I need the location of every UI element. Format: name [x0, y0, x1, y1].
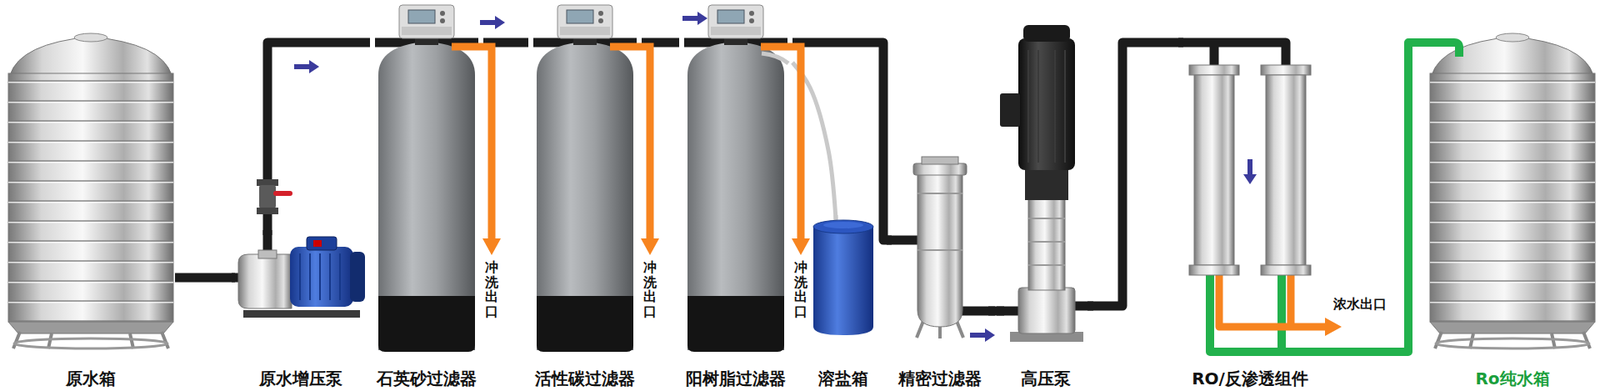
- precision-filter-box: 精密过滤器: [891, 156, 989, 390]
- ro-membrane-modules: [1260, 65, 1311, 75]
- ro-membrane-modules: [1219, 275, 1327, 327]
- equipment-label: 原水增压泵: [259, 368, 343, 389]
- carbon-filter-box: 活性碳过滤器: [528, 5, 642, 390]
- brine-hose: [761, 53, 789, 64]
- equipment-label: 原水箱: [65, 368, 116, 389]
- water-pipe: [1316, 42, 1430, 352]
- ro-membrane-modules: [1194, 75, 1235, 265]
- booster-pump: [350, 251, 365, 302]
- outlet-label-holder: 冲洗出口: [643, 260, 657, 319]
- equipment-illustration: [294, 60, 320, 74]
- equipment-label: 精密过滤器: [898, 368, 982, 389]
- ro-membrane-modules: [1178, 42, 1342, 352]
- high-pressure-pump: [1018, 38, 1075, 170]
- booster-pump: [275, 190, 290, 196]
- ro-membrane-modules: [1189, 265, 1240, 275]
- equipment-illustration: [970, 328, 995, 342]
- equipment-label: 溶盐箱: [818, 368, 869, 389]
- equipment-illustration: [682, 11, 708, 25]
- equipment-label: 阳树脂过滤器: [685, 368, 786, 389]
- ro-module-box: RO/反渗透组件: [1183, 37, 1317, 390]
- outlet-label: 冲洗出口: [643, 260, 657, 319]
- high-pressure-pump: [1028, 198, 1065, 290]
- ro-membrane-modules: [1178, 42, 1286, 67]
- precision-filter: [921, 156, 959, 165]
- high-pressure-pump: [1028, 50, 1065, 163]
- booster-pump: [313, 240, 322, 247]
- high-pressure-pump: [1028, 218, 1065, 265]
- pure-water-tank-box: Ro纯水箱: [1429, 33, 1596, 390]
- high-pressure-pump-box: 高压泵: [1004, 25, 1088, 390]
- booster-pump: [290, 246, 354, 307]
- equipment-illustration: [480, 15, 505, 30]
- raw-water-tank: [8, 33, 174, 349]
- equipment-label: 高压泵: [1020, 368, 1071, 389]
- booster-pump: [256, 179, 279, 186]
- equipment-label: RO/反渗透组件: [1191, 368, 1309, 389]
- equipment-illustration: [375, 5, 501, 352]
- equipment-illustration: [684, 5, 810, 352]
- brine-tank: [813, 215, 874, 335]
- outlet-label-holder: 浓水出口: [1333, 295, 1387, 312]
- outlet-label: 冲洗出口: [794, 260, 808, 319]
- sand-filter-box: 石英砂过滤器: [370, 5, 484, 390]
- equipment-label: 活性碳过滤器: [535, 368, 635, 389]
- water-pipe: [792, 42, 892, 240]
- water-pipe: [267, 42, 370, 235]
- brine-tank: [813, 220, 874, 234]
- high-pressure-pump: [1000, 93, 1020, 127]
- booster-pump: [258, 250, 277, 259]
- ro-membrane-modules: [1325, 317, 1342, 336]
- pure-water-pipe: [1425, 42, 1460, 57]
- booster-pump: [243, 310, 360, 318]
- brine-tank-box: 溶盐箱: [811, 219, 875, 390]
- equipment-label: 石英砂过滤器: [376, 368, 477, 389]
- ro-membrane-modules: [1260, 265, 1311, 275]
- precision-filter: [917, 193, 963, 250]
- high-pressure-pump: [1023, 25, 1070, 42]
- pure-water-tank: [1430, 33, 1595, 349]
- resin-filter-box: 阳树脂过滤器: [679, 5, 793, 390]
- equipment-illustration: [1243, 159, 1257, 185]
- high-pressure-pump: [1018, 287, 1075, 334]
- outlet-label-holder: 冲洗出口: [794, 260, 808, 319]
- outlet-label: 冲洗出口: [485, 260, 499, 319]
- ro-membrane-modules: [1189, 65, 1240, 75]
- equipment-label: Ro纯水箱: [1475, 368, 1550, 389]
- precision-filter: [913, 163, 967, 175]
- booster-pump: [259, 185, 276, 209]
- brine-tank: [823, 221, 864, 229]
- ro-membrane-modules: [1265, 75, 1306, 265]
- high-pressure-pump: [996, 25, 1094, 342]
- high-pressure-pump: [1025, 166, 1069, 200]
- brine-tank: [813, 226, 874, 335]
- raw-water-tank-box: 原水箱: [6, 33, 175, 390]
- booster-pump: [306, 236, 337, 250]
- outlet-label: 浓水出口: [1333, 295, 1387, 312]
- booster-pump: [300, 253, 340, 300]
- booster-pump: [256, 207, 279, 215]
- booster-pump: [231, 179, 365, 318]
- water-pipe: [175, 273, 235, 283]
- precision-filter: [886, 156, 995, 339]
- ro-membrane-modules: [1210, 275, 1324, 352]
- equipment-illustration: [533, 5, 660, 352]
- precision-filter: [917, 170, 963, 327]
- booster-pump-box: 原水增压泵: [235, 235, 367, 390]
- outlet-label-holder: 冲洗出口: [485, 260, 499, 319]
- booster-pump: [238, 254, 292, 309]
- water-pipe: [1087, 42, 1184, 306]
